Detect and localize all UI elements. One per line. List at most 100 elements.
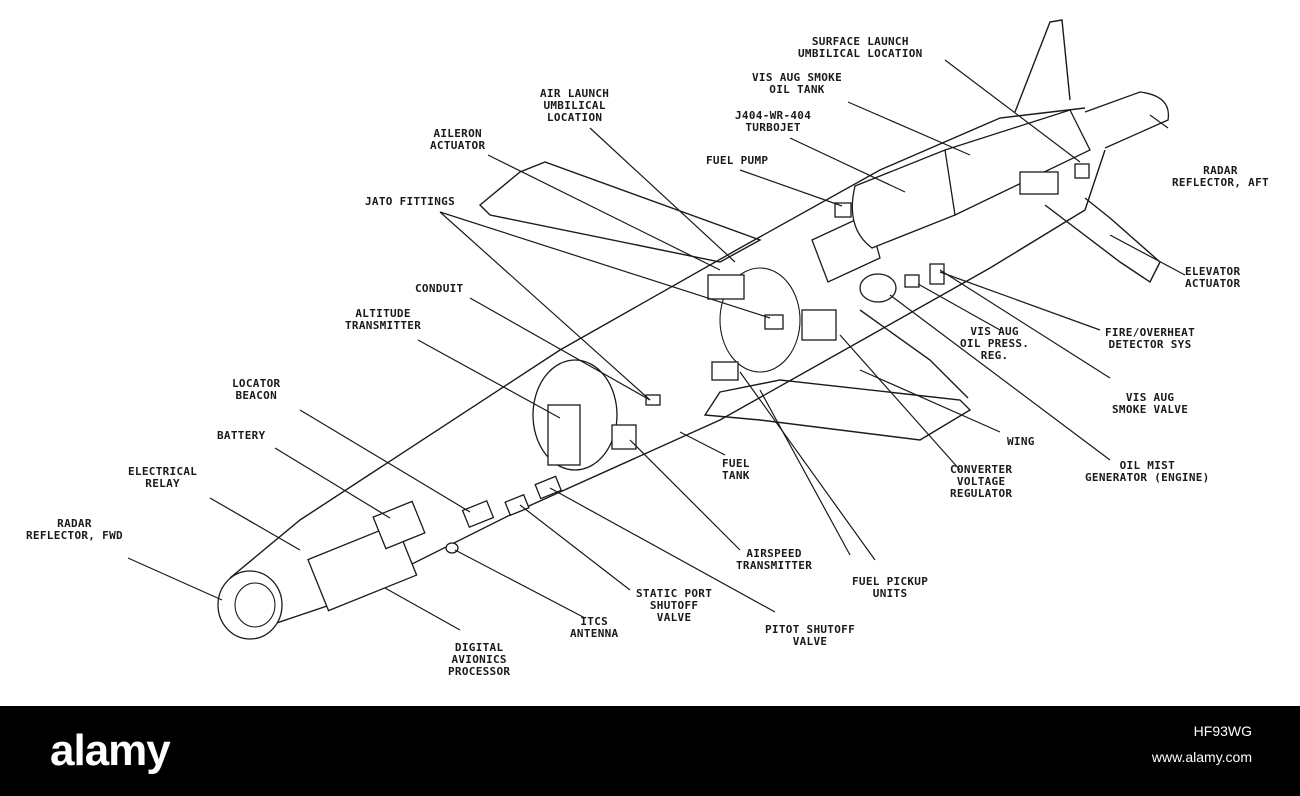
radar-reflector-aft-cone [1084,91,1170,149]
label-line: TURBOJET [745,121,801,134]
label-line: GENERATOR (ENGINE) [1085,471,1210,484]
label-line: UMBILICAL LOCATION [798,47,923,60]
label-vis-aug-smoke-oil-tank: VIS AUG SMOKE OIL TANK [752,72,842,96]
label-line: WING [1007,435,1035,448]
label-oil-mist-generator: OIL MIST GENERATOR (ENGINE) [1085,460,1210,484]
cutaway-diagram: SURFACE LAUNCH UMBILICAL LOCATION VIS AU… [26,19,1269,678]
label-line: FUEL PICKUP [852,575,929,588]
right-wing [703,379,972,441]
itcs-antenna-part [445,542,459,554]
label-line: ACTUATOR [430,139,486,152]
label-line: STATIC PORT [636,587,713,600]
label-radar-reflector-aft: RADAR REFLECTOR, AFT [1172,165,1269,189]
ventral-fin [859,309,969,399]
vertical-tail [1014,19,1071,113]
label-vis-aug-oil-press-reg: VIS AUG OIL PRESS. REG. [960,326,1029,362]
label-line: LOCATOR [232,377,281,390]
label-line: REFLECTOR, AFT [1172,176,1269,189]
label-altitude-transmitter: ALTITUDE TRANSMITTER [345,308,421,332]
alamy-logo: alamy [50,726,171,775]
label-air-launch: AIR LAUNCH UMBILICAL LOCATION [540,88,609,124]
label-locator-beacon: LOCATOR BEACON [232,378,280,402]
label-line: PROCESSOR [448,665,511,678]
label-line: REG. [980,349,1009,362]
label-aileron-actuator: AILERON ACTUATOR [430,128,485,152]
label-line: ELECTRICAL [128,465,198,478]
label-jato-fittings: JATO FITTINGS [365,196,455,208]
label-line: TANK [722,469,750,482]
label-line: FIRE/OVERHEAT [1105,326,1195,339]
label-turbojet: J404-WR-404 TURBOJET [735,110,811,134]
label-line: SMOKE VALVE [1112,403,1189,416]
label-line: BEACON [235,389,277,402]
airspeed-transmitter-box [611,424,637,450]
engine-tailpipe [944,109,1091,216]
label-line: J404-WR-404 [735,109,812,122]
watermark-footer: alamy HF93WG www.alamy.com [0,706,1300,796]
label-line: REGULATOR [950,487,1013,500]
label-line: SHUTOFF [649,599,699,612]
label-electrical-relay: ELECTRICAL RELAY [128,466,197,490]
label-digital-avionics-processor: DIGITAL AVIONICS PROCESSOR [448,642,510,678]
label-line: FUEL PUMP [706,154,769,167]
label-line: AVIONICS [451,653,507,666]
turbojet-engine [851,149,961,249]
label-line: RELAY [145,477,180,490]
label-line: VIS AUG SMOKE [752,71,842,84]
label-line: OIL MIST [1119,459,1175,472]
label-fuel-pump: FUEL PUMP [706,155,768,167]
vis-aug-reg-part [904,274,920,288]
label-fire-overheat: FIRE/OVERHEAT DETECTOR SYS [1105,327,1195,351]
label-line: RADAR [1203,164,1238,177]
locator-beacon-box [461,499,495,529]
label-line: AIR LAUNCH [540,87,610,100]
oil-mist-generator-part [859,273,897,303]
label-line: BATTERY [217,429,266,442]
fuel-pickup-box [711,361,739,381]
aileron-actuator-box [707,274,745,300]
image-id-block: HF93WG www.alamy.com [1152,718,1252,770]
label-wing: WING [1007,436,1035,448]
leader-lines [127,59,1186,631]
converter-box [801,309,837,341]
label-line: VOLTAGE [956,475,1006,488]
image-id: HF93WG [1193,723,1252,739]
label-line: VALVE [656,611,692,624]
label-line: TRANSMITTER [345,319,422,332]
label-line: DETECTOR SYS [1108,338,1192,351]
horizontal-stabilizer [1044,197,1161,284]
label-line: TRANSMITTER [736,559,813,572]
label-line: AIRSPEED [746,547,802,560]
label-surface-launch: SURFACE LAUNCH UMBILICAL LOCATION [798,36,923,60]
label-line: ACTUATOR [1185,277,1241,290]
static-port-valve [504,493,530,517]
label-fuel-tank: FUEL TANK [722,458,750,482]
label-radar-reflector-fwd: RADAR REFLECTOR, FWD [26,518,123,542]
label-line: VIS AUG [1125,391,1175,404]
label-line: ALTITUDE [355,307,411,320]
nose-cone [217,570,283,640]
label-airspeed-transmitter: AIRSPEED TRANSMITTER [736,548,812,572]
fuselage-upper [229,107,1086,579]
label-static-port-shutoff-valve: STATIC PORT SHUTOFF VALVE [636,588,712,624]
label-line: DIGITAL [454,641,504,654]
battery-box [372,500,426,550]
label-line: AILERON [433,127,482,140]
label-line: ITCS [580,615,609,628]
label-line: CONVERTER [950,463,1013,476]
label-converter-voltage-regulator: CONVERTER VOLTAGE REGULATOR [950,464,1012,500]
label-line: RADAR [57,517,92,530]
label-line: ELEVATOR [1185,265,1241,278]
left-wing [478,161,762,263]
label-itcs-antenna: ITCS ANTENNA [570,616,618,640]
surface-launch-umbilical-part [1074,163,1090,179]
label-elevator-actuator: ELEVATOR ACTUATOR [1185,266,1240,290]
label-line: REFLECTOR, FWD [26,529,123,542]
label-pitot-shutoff-valve: PITOT SHUTOFF VALVE [765,624,855,648]
smoke-oil-tank-part [1019,171,1059,195]
nose-reflector [234,582,276,628]
label-conduit: CONDUIT [415,283,463,295]
label-line: UNITS [872,587,908,600]
label-vis-aug-smoke-valve: VIS AUG SMOKE VALVE [1112,392,1188,416]
label-battery: BATTERY [217,430,265,442]
